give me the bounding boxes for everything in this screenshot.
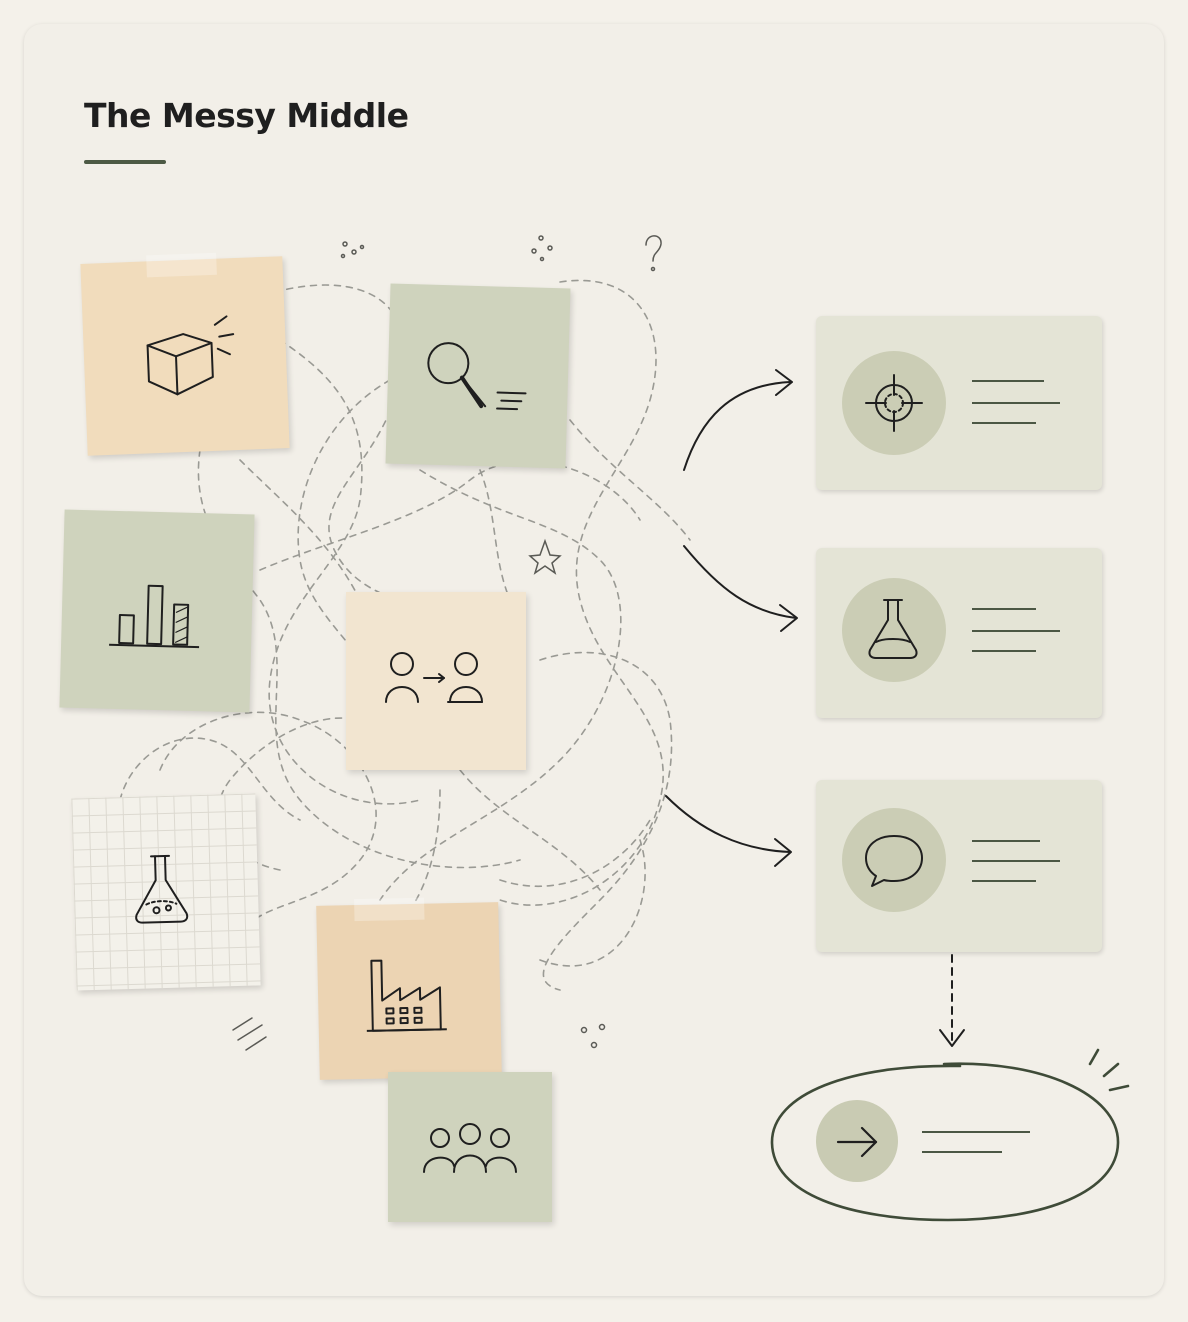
text-placeholder-line xyxy=(972,860,1060,862)
bar-chart-icon xyxy=(107,575,209,658)
tape-strip xyxy=(353,897,425,922)
people-exchange-icon xyxy=(382,646,492,716)
text-placeholder-line xyxy=(972,608,1036,610)
title-underline xyxy=(84,160,166,164)
arrow-right-icon xyxy=(834,1120,882,1168)
outcome-card-feedback xyxy=(816,780,1102,952)
text-placeholder-line xyxy=(972,650,1036,652)
text-placeholder-line xyxy=(922,1131,1030,1133)
outcome-icon-disc xyxy=(842,808,946,912)
sticky-note-team xyxy=(388,1072,552,1222)
sticky-note-box xyxy=(80,252,290,456)
outcome-card-experiment xyxy=(816,548,1102,718)
sticky-note-factory xyxy=(316,897,502,1080)
text-placeholder-line xyxy=(972,840,1040,842)
factory-icon xyxy=(363,949,455,1041)
text-placeholder-line xyxy=(922,1151,1002,1153)
sticky-note-exchange xyxy=(346,592,526,770)
box-icon xyxy=(134,304,238,408)
text-placeholder-line xyxy=(972,880,1036,882)
text-placeholder-line xyxy=(972,630,1060,632)
sticky-note-experiment xyxy=(71,793,261,991)
page-title: The Messy Middle xyxy=(84,96,409,135)
sticky-note-search xyxy=(385,283,571,469)
outcome-card-focus xyxy=(816,316,1102,490)
text-placeholder-line xyxy=(972,422,1036,424)
tape-strip xyxy=(146,252,217,278)
flask-icon xyxy=(129,851,201,933)
outcome-icon-disc xyxy=(842,578,946,682)
magnifier-icon xyxy=(421,334,543,417)
outcome-icon-disc xyxy=(842,351,946,455)
sticky-note-bar-chart xyxy=(59,509,255,713)
text-placeholder-line xyxy=(972,402,1060,404)
flask-icon xyxy=(864,596,924,662)
speech-bubble-icon xyxy=(862,830,926,890)
group-icon xyxy=(422,1120,518,1180)
target-icon xyxy=(862,371,926,435)
text-placeholder-line xyxy=(972,380,1044,382)
